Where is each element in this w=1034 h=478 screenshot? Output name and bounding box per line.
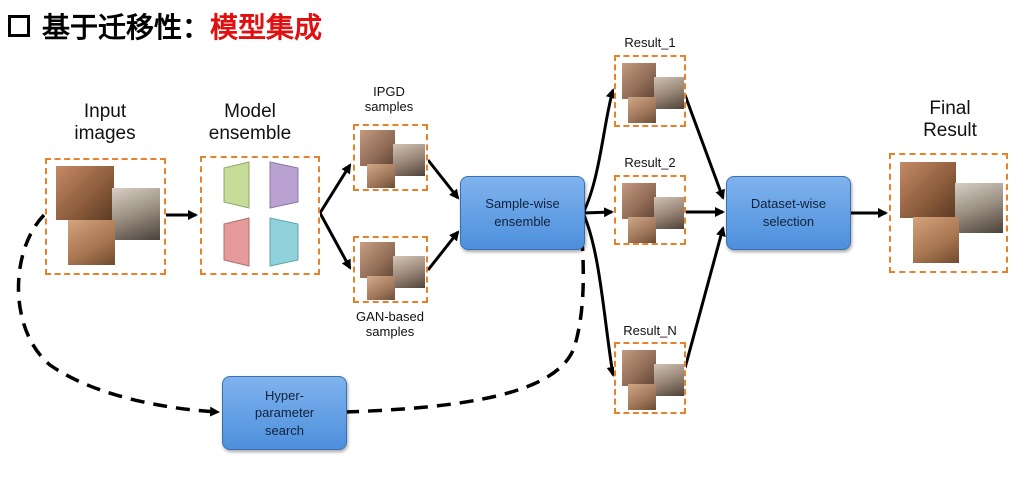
arrow-model-to-gan [318,212,352,270]
arrow-sample-to-result2 [582,207,614,218]
final-face-girl [913,217,959,263]
resultn-face-woman [622,350,656,386]
resultn-face-man [654,364,684,396]
arrow-gan-to-sample [426,230,460,271]
checkbox-square-icon [8,15,30,37]
final-result-box [889,153,1008,273]
page-title: 基于迁移性： 模型集成 [8,6,322,46]
dashed-hyper-to-sample [344,239,586,414]
gan-face-woman [360,242,395,278]
result-2-label: Result_2 [624,155,676,170]
ipgd-face-girl [367,164,395,188]
result-2-box [614,175,686,245]
final-face-woman [900,162,956,218]
model-green-trapezoid [223,161,250,209]
result1-face-woman [622,63,656,99]
arrow-sample-to-resultn [581,212,617,377]
title-prefix: 基于迁移性： [42,11,211,44]
gan-samples-box [353,236,428,303]
arrow-result1-to-dataset [683,94,725,200]
model-shapes [223,161,299,267]
model-red-trapezoid [223,217,250,267]
face-woman-image [56,166,114,220]
ipgd-face-man [393,144,425,176]
dashed-input-to-hyper [16,213,220,417]
result1-face-man [654,77,684,109]
model-ensemble-box [200,156,320,275]
ipgd-samples-box [353,124,428,191]
result1-face-girl [628,97,656,123]
title-highlight: 模型集成 [210,11,323,44]
arrow-model-to-ipgd [318,163,352,214]
resultn-face-girl [628,384,656,410]
arrow-sample-to-result1 [581,88,616,214]
arrow-ipgd-to-sample [426,159,460,200]
input-images-box [45,158,166,275]
arrow-resultn-to-dataset [683,226,726,369]
face-man-image [112,188,160,240]
result-n-label: Result_N [623,323,677,338]
gan-face-man [393,256,425,288]
gan-face-girl [367,276,395,300]
result2-face-girl [628,217,656,243]
result2-face-man [654,197,684,229]
ipgd-face-woman [360,130,395,166]
model-cyan-trapezoid [269,217,299,267]
model-purple-trapezoid [269,161,299,209]
result-n-box [614,342,686,414]
face-girl-image [68,220,115,265]
result2-face-woman [622,183,656,219]
final-face-man [955,183,1003,233]
result-1-box [614,55,686,127]
result-1-label: Result_1 [624,35,676,50]
